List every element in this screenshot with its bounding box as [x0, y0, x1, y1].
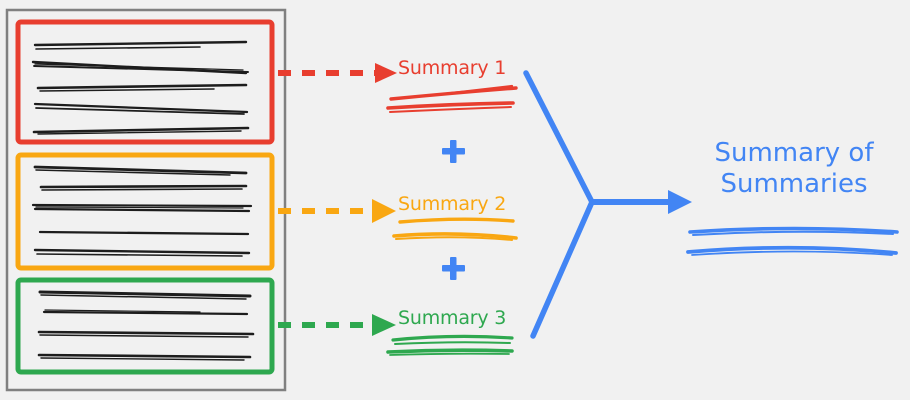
summary-1-squiggles [386, 84, 518, 113]
arrow-chunk3-to-summary3 [278, 314, 396, 336]
final-output-label-line-2: Summaries [720, 169, 868, 199]
chunk-1-text-lines [31, 40, 250, 135]
merge-arrow-top-branch [523, 70, 595, 205]
merge-arrow-head [668, 190, 692, 214]
chunk-3-text-lines [37, 290, 255, 361]
summary-3-label: Summary 3 [398, 307, 507, 329]
summary-2-squiggles [392, 217, 518, 241]
arrow-2-head [372, 199, 396, 223]
chunk-3-group[interactable] [15, 277, 275, 375]
merge-arrow-bottom-branch [530, 199, 595, 339]
chunk-1-group[interactable] [15, 19, 275, 145]
chunk-2-text-lines [31, 165, 253, 257]
summary-3-squiggles [386, 334, 514, 356]
final-output-label-line-1: Summary of [714, 138, 874, 168]
arrow-3-head [372, 314, 396, 336]
summary-1-label: Summary 1 [398, 57, 507, 79]
plus-sign-1 [442, 140, 465, 163]
plus-sign-2 [442, 257, 465, 280]
merge-arrow [523, 70, 692, 339]
chunk-3-box[interactable] [15, 277, 275, 375]
final-output-label: Summary of Summaries [686, 138, 902, 200]
arrow-1-head [375, 63, 397, 83]
final-output-squiggles [686, 226, 899, 256]
chunk-1-box[interactable] [15, 19, 275, 145]
summary-2-label: Summary 2 [398, 193, 507, 215]
chunk-2-group[interactable] [15, 152, 275, 271]
arrow-chunk1-to-summary1 [278, 63, 397, 83]
chunk-2-box[interactable] [15, 152, 275, 271]
arrow-chunk2-to-summary2 [278, 199, 396, 223]
